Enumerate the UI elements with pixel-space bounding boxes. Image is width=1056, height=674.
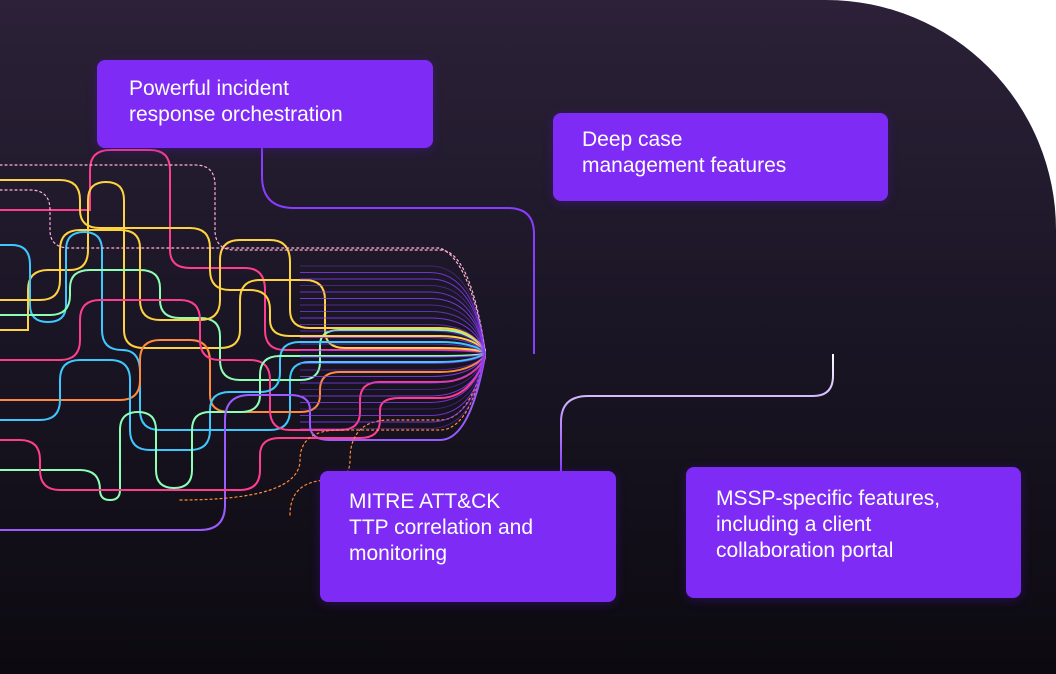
- node-case-management-label: Deep case management features: [582, 128, 787, 177]
- wire-mint-1: [0, 269, 486, 381]
- wire-pink-2: [0, 299, 486, 431]
- wire-pink-3: [0, 357, 486, 491]
- bundle-line: [300, 350, 486, 355]
- node-mitre-attack: MITRE ATT&CK TTP correlation and monitor…: [320, 471, 616, 602]
- wire-blue-2: [0, 341, 486, 451]
- tangled-wires: [0, 149, 486, 531]
- node-mssp-features: MSSP-specific features, including a clie…: [686, 467, 1021, 598]
- bundle-line: [300, 311, 486, 355]
- bundle-line: [300, 278, 486, 355]
- wire-pink-1: [0, 149, 486, 353]
- bundle-line: [300, 343, 486, 355]
- bundle-line: [300, 330, 486, 355]
- wire-yellow-3: [0, 179, 486, 351]
- bundle-line: [300, 353, 486, 429]
- node-case-management: Deep case management features: [553, 113, 888, 201]
- bundle-line: [300, 317, 486, 355]
- bundle-line: [300, 291, 486, 355]
- connector-box1: [261, 148, 535, 354]
- node-incident-response: Powerful incident response orchestration: [97, 60, 433, 148]
- wire-dotted-4: [289, 355, 486, 516]
- connector-box3: [560, 354, 834, 471]
- bundle-line: [300, 298, 486, 355]
- wire-violet-1: [0, 355, 486, 531]
- bundle-line: [300, 337, 486, 355]
- wire-blue-1: [0, 230, 486, 431]
- node-mitre-attack-label: MITRE ATT&CK TTP correlation and monitor…: [349, 490, 534, 565]
- wire-mint-2: [0, 353, 486, 502]
- bundle-line: [300, 353, 486, 371]
- node-incident-response-label: Powerful incident response orchestration: [129, 77, 343, 126]
- wire-dotted-2: [0, 189, 486, 351]
- bundle-line: [300, 324, 486, 355]
- bundle-line: [300, 353, 486, 403]
- wire-dotted-3: [179, 355, 486, 501]
- wire-dotted-1: [0, 164, 486, 351]
- node-mssp-features-label: MSSP-specific features, including a clie…: [716, 487, 941, 562]
- wire-bundle: [300, 265, 486, 429]
- bundle-line: [300, 353, 486, 364]
- bundle-line: [300, 353, 486, 377]
- bundle-line: [300, 353, 486, 423]
- bundle-line: [300, 353, 486, 358]
- bundle-line: [300, 353, 486, 384]
- wire-orange-1: [0, 339, 486, 413]
- wire-yellow-2: [0, 229, 486, 351]
